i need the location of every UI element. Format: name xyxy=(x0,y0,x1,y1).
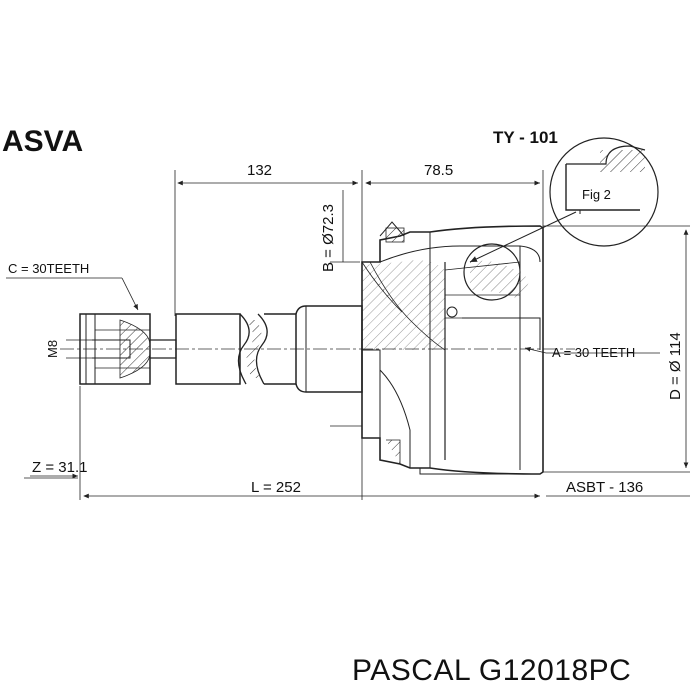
fig-label: Fig 2 xyxy=(582,187,611,202)
top-dimension: 132 78.5 xyxy=(174,162,544,316)
l-dimension-label: L = 252 xyxy=(251,479,301,496)
b-diameter-label: B = Ø72.3 xyxy=(320,204,337,272)
z-dimension-label: Z = 31.1 xyxy=(32,459,87,476)
brand-logo-text: ASVA xyxy=(2,125,83,158)
d-diameter-label: D = Ø 114 xyxy=(667,332,684,400)
d-dimension: D = Ø 114 xyxy=(543,225,690,473)
part-code: TY - 101 xyxy=(493,128,558,147)
fig2-detail: Fig 2 xyxy=(469,137,659,263)
thread-label: M8 xyxy=(45,340,60,358)
a-teeth-label: A = 30 TEETH xyxy=(552,345,635,360)
c-teeth-label: C = 30TEETH xyxy=(8,261,89,276)
bell-housing xyxy=(361,221,544,475)
dim-78-5: 78.5 xyxy=(424,162,453,179)
boot-label: ASBT - 136 xyxy=(566,479,643,496)
dim-132: 132 xyxy=(247,162,272,179)
footer-part-number: PASCAL G12018PC xyxy=(352,654,631,687)
